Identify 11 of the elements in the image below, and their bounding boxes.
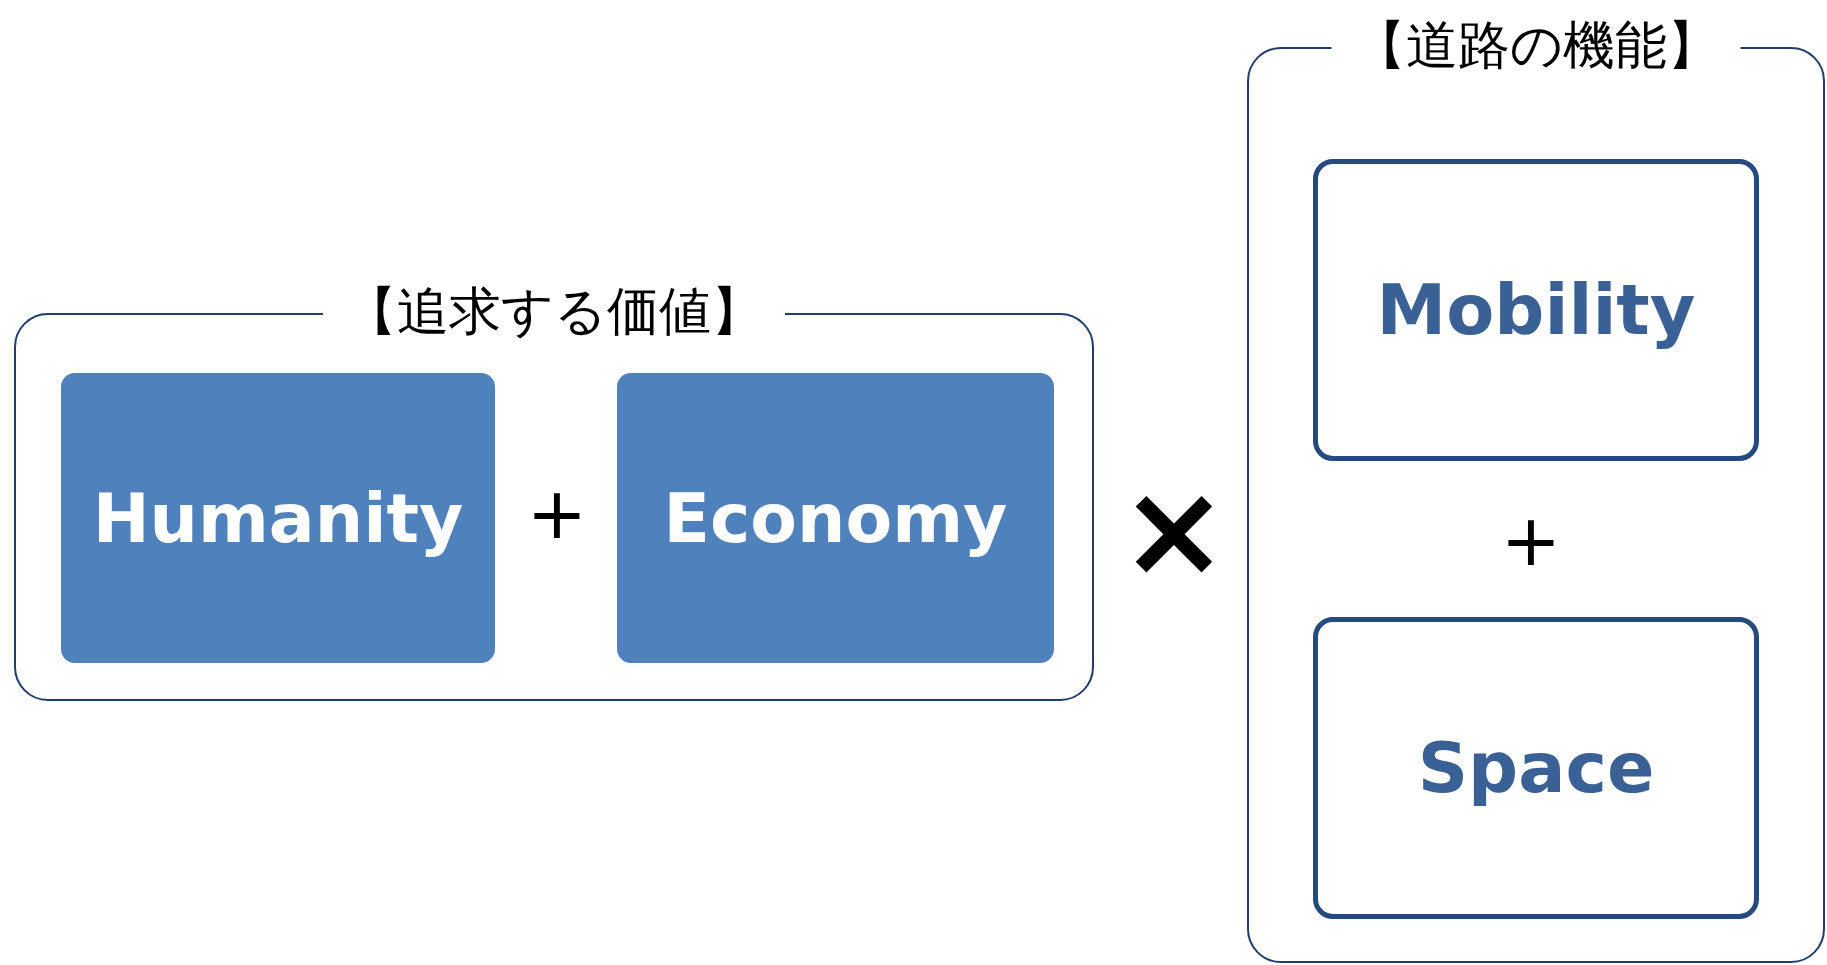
plus-sign: +	[526, 477, 588, 549]
box-label: Mobility	[1376, 269, 1696, 351]
plus-sign: +	[1500, 504, 1562, 576]
value-box	[61, 373, 495, 663]
function-box	[1313, 159, 1759, 461]
value-box	[617, 373, 1054, 663]
box-label: Economy	[663, 478, 1008, 558]
box-label: Humanity	[92, 478, 464, 558]
function-box	[1313, 617, 1759, 919]
times-sign: ×	[1119, 465, 1229, 595]
box-label: Space	[1417, 727, 1655, 809]
